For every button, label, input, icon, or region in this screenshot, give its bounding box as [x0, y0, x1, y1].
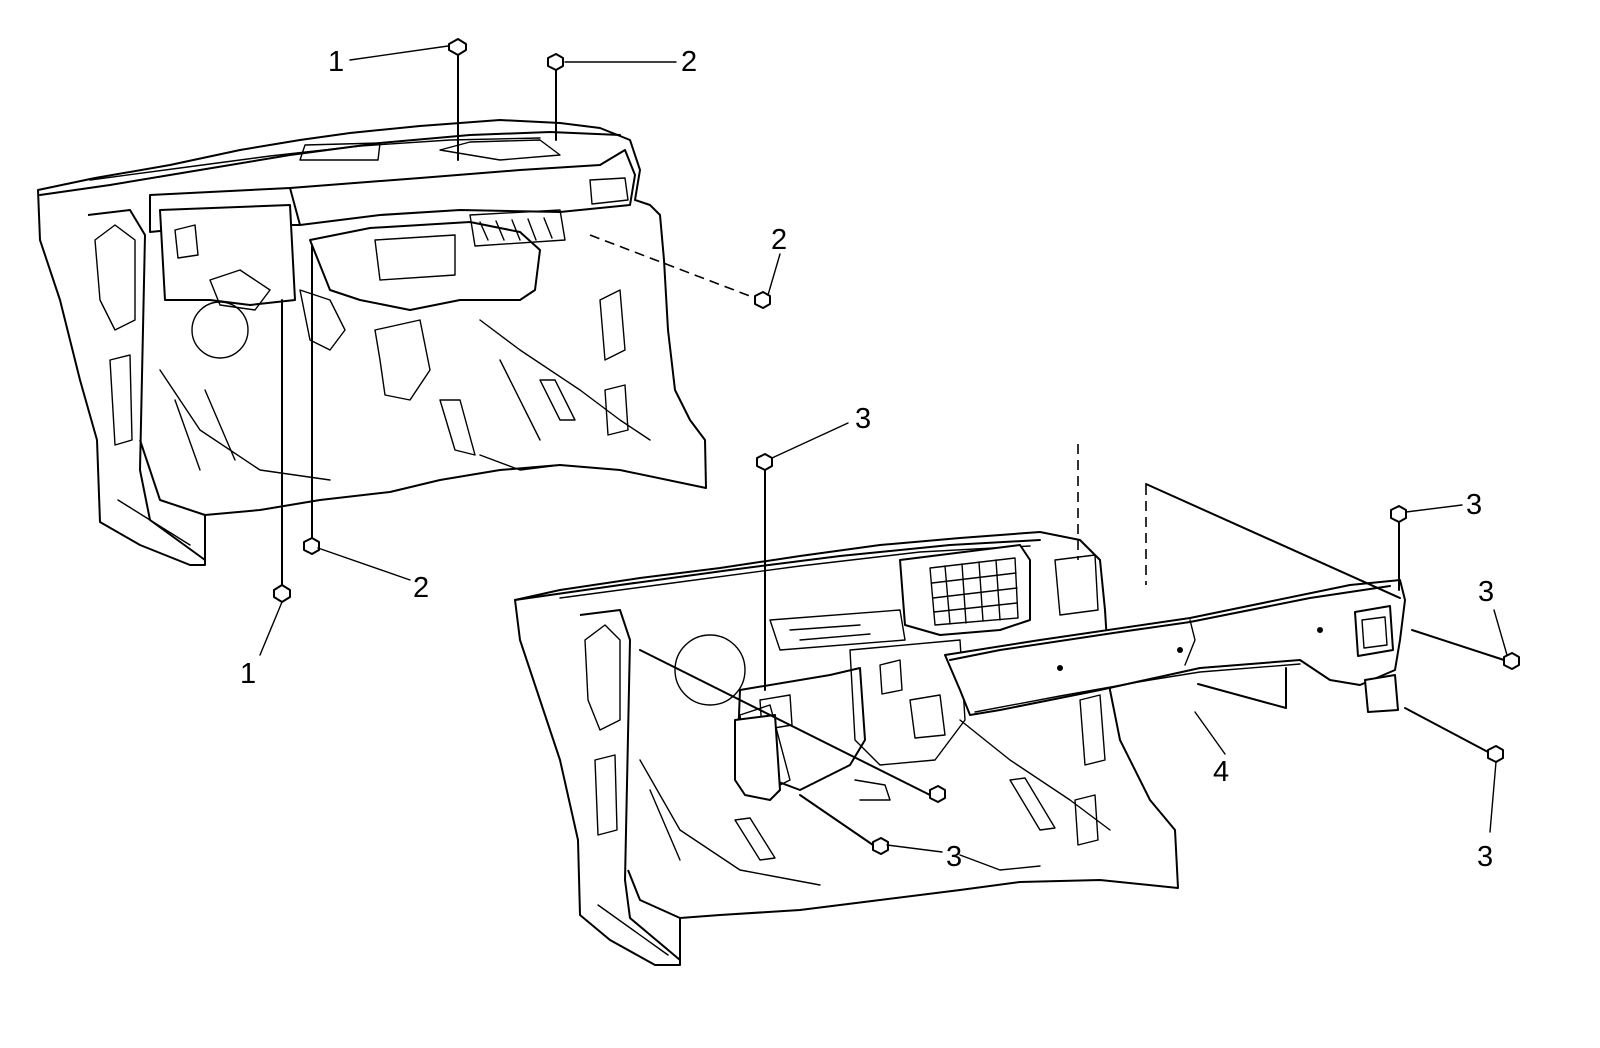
- fasteners: [273, 38, 1520, 855]
- callout-3-right-bottom: 3: [1477, 841, 1493, 873]
- bolt-icon: [547, 53, 564, 141]
- hvac-grille: [929, 557, 1019, 626]
- callout-leaders: [259, 45, 1508, 853]
- bolt-icon: [1404, 707, 1504, 763]
- callout-3-top: 3: [855, 403, 871, 435]
- nut-icon: [448, 38, 467, 161]
- upper-dash-assembly: [37, 119, 707, 566]
- nut-icon: [273, 299, 291, 603]
- callout-1-bottom: 1: [240, 658, 256, 690]
- lower-dash-assembly: [514, 531, 1179, 966]
- callout-3-center-bottom: 3: [946, 841, 962, 873]
- bolt-icon: [756, 453, 773, 691]
- callout-labels: 1 2 2 2 1 3 3 3 4 3 3: [240, 46, 1494, 873]
- callout-2-bottom: 2: [413, 572, 429, 604]
- cross-vehicle-beam: [944, 444, 1406, 716]
- callout-4: 4: [1213, 756, 1229, 788]
- bolt-icon: [1390, 505, 1407, 591]
- bolt-icon: [1411, 629, 1520, 670]
- callout-1-top: 1: [328, 46, 344, 78]
- callout-3-right-mid: 3: [1478, 576, 1494, 608]
- callout-3-right-upper: 3: [1466, 489, 1482, 521]
- bolt-icon: [589, 234, 771, 309]
- callout-2-right: 2: [771, 224, 787, 256]
- bolt-icon: [639, 649, 946, 855]
- callout-2-top: 2: [681, 46, 697, 78]
- bolt-icon: [303, 244, 320, 555]
